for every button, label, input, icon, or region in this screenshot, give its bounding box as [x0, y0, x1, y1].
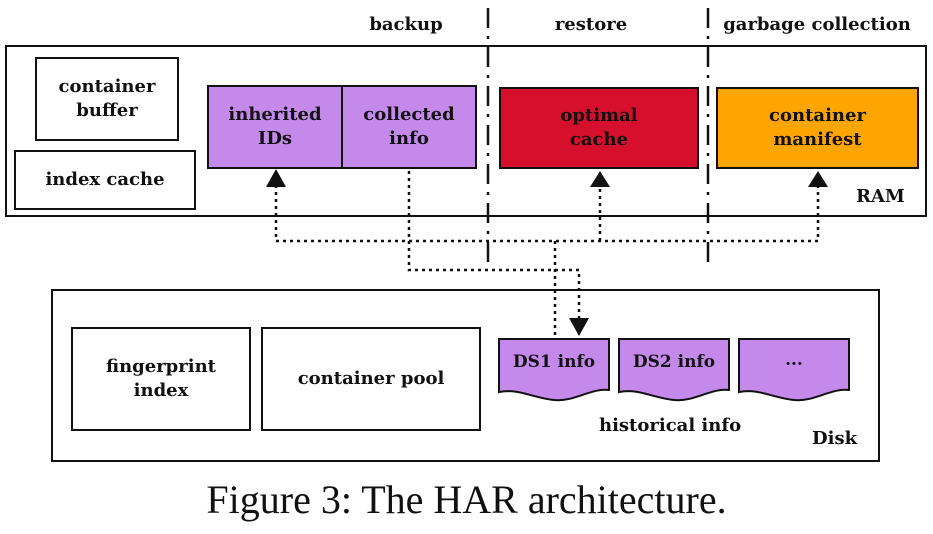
ram-label: RAM	[856, 186, 905, 207]
index-cache-box: index cache	[14, 150, 196, 210]
historical-info-label: historical info	[599, 415, 742, 436]
arrow-ds1-info	[569, 318, 589, 336]
collected-info-connector	[407, 171, 581, 318]
restore-column-label: restore	[554, 14, 628, 35]
container-manifest-box: container manifest	[716, 87, 919, 169]
inherited-ids-box: inherited IDs	[207, 85, 343, 169]
fingerprint-index-box: fingerprint index	[71, 327, 251, 431]
arrow-optimal-cache	[590, 171, 610, 187]
ds2-info-document	[618, 338, 730, 402]
ds-more-label: ...	[785, 350, 803, 370]
arrow-inherited-ids	[266, 169, 286, 187]
figure-caption: Figure 3: The HAR architecture.	[206, 477, 727, 522]
container-pool-box: container pool	[261, 327, 481, 431]
optimal-cache-box: optimal cache	[499, 87, 699, 169]
arrow-container-manifest	[808, 171, 828, 187]
ds-more-document	[738, 338, 850, 402]
collected-info-box: collected info	[341, 85, 477, 169]
disk-label: Disk	[812, 428, 858, 449]
ds2-info-label: DS2 info	[633, 352, 715, 372]
feedback-connector	[274, 185, 820, 243]
garbage-collection-column-label: garbage collection	[723, 14, 911, 35]
container-buffer-box: container buffer	[35, 57, 179, 141]
ds1-info-label: DS1 info	[513, 352, 595, 372]
backup-column-label: backup	[369, 14, 443, 35]
ds1-info-document	[498, 338, 610, 402]
